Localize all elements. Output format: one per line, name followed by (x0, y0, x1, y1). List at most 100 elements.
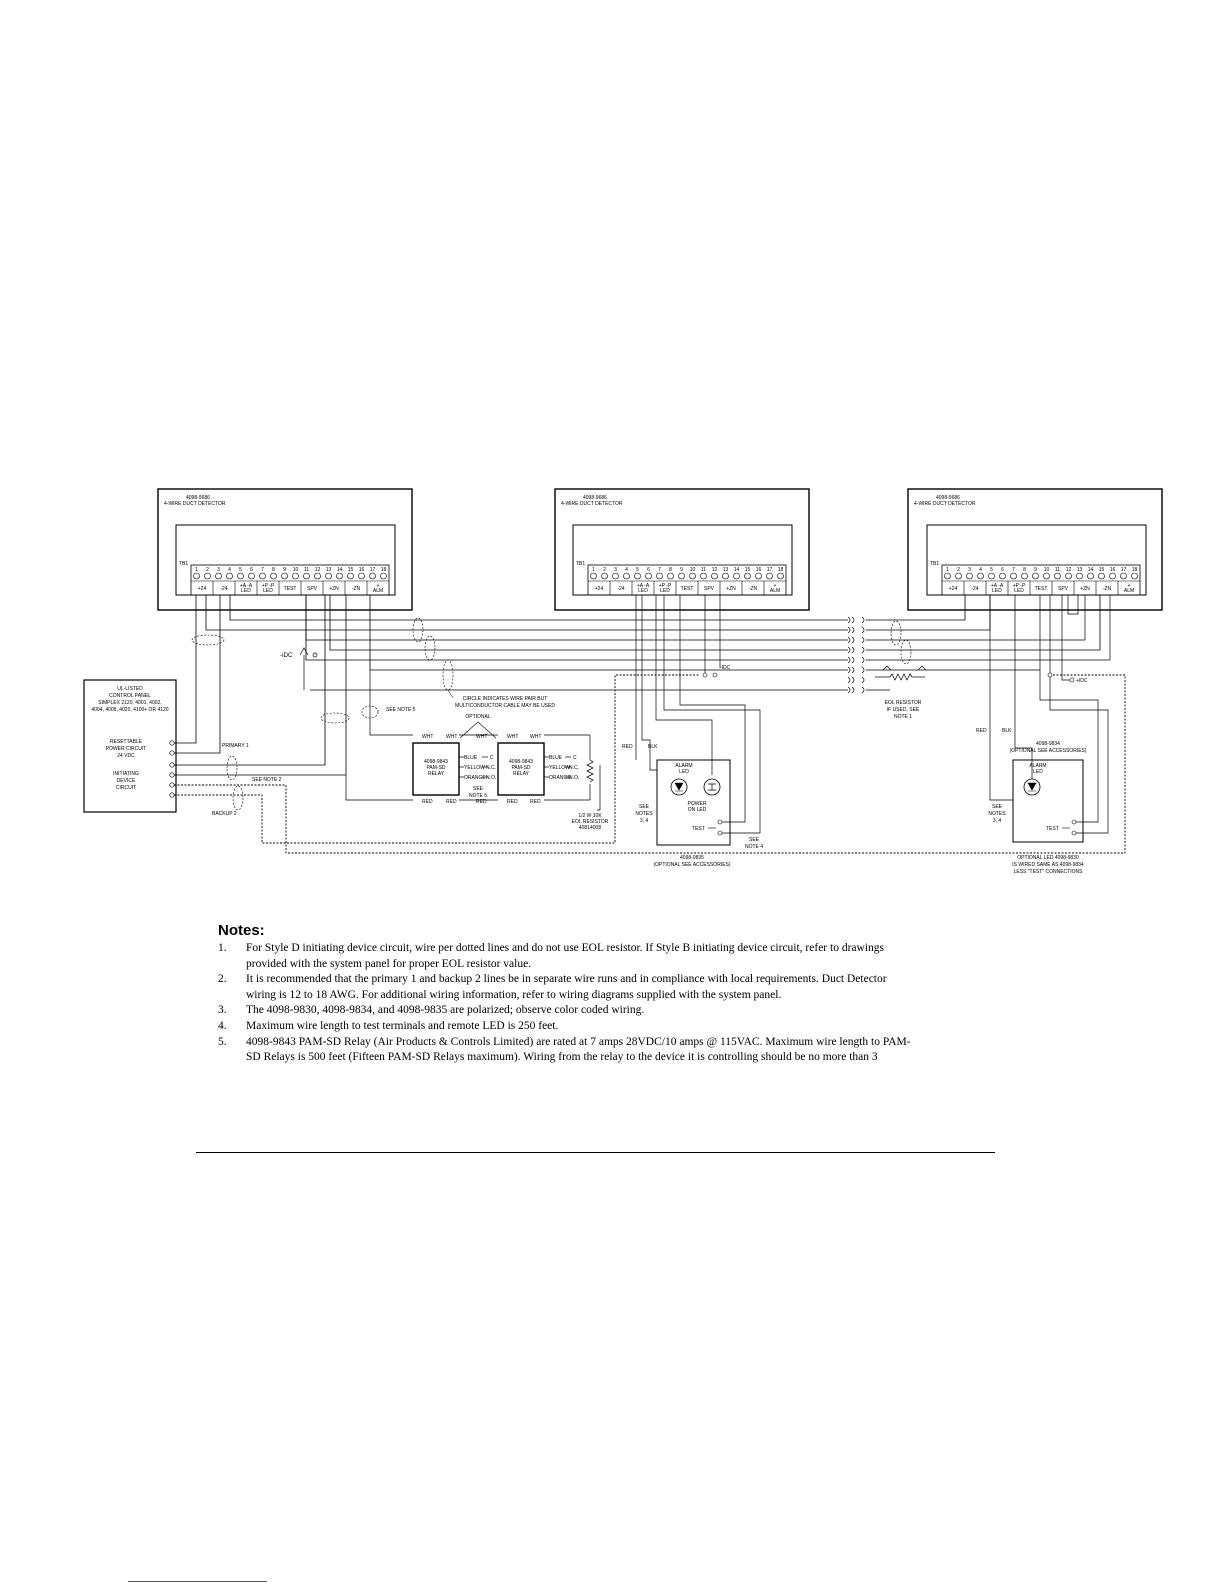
remote-9834-title-1: 4098-9834 (1036, 741, 1060, 747)
terminal-label: LED (241, 588, 251, 594)
blk-wire-label-mid: BLK (648, 744, 658, 750)
terminal-number: 6 (647, 567, 650, 573)
terminal-number: 15 (1099, 567, 1105, 573)
relay-2-model: 4098-9843 (509, 759, 533, 765)
remote-9835-wires (635, 595, 761, 834)
test-right-terminal-2 (1071, 830, 1077, 836)
terminal-screw (1021, 572, 1028, 580)
red-label-2: RED (446, 799, 457, 805)
terminal-number: 3 (217, 567, 220, 573)
primary-label: PRIMARY 1 (222, 743, 249, 749)
terminal-screw (193, 572, 200, 580)
terminal-screw (325, 572, 332, 580)
terminal-screw (722, 572, 729, 580)
orange-label-1: ORANGE (464, 775, 486, 781)
terminal-label: + (774, 583, 777, 589)
terminal-label: TEST (681, 586, 694, 592)
terminal-number: 6 (1001, 567, 1004, 573)
terminal-screw (1120, 572, 1127, 580)
terminal-screw (623, 572, 630, 580)
optional-pointer (459, 721, 497, 739)
panel-wires (174, 595, 347, 776)
terminal-label: +24 (595, 586, 604, 592)
terminal-screw (1054, 572, 1061, 580)
bus-wires (205, 595, 1110, 691)
terminal-screw (314, 572, 321, 580)
terminal-number: 11 (1055, 567, 1060, 573)
terminal-screw (1010, 572, 1017, 580)
terminal-number: 4 (979, 567, 982, 573)
red-wire-label-mid: RED (622, 744, 633, 750)
terminal-number: 2 (603, 567, 606, 573)
nc-label-1: N.C. (486, 765, 496, 771)
note-number: 3. (218, 1004, 227, 1017)
remote-9835-caption-2: (OPTIONAL SEE ACCESSORIES) (653, 862, 730, 868)
detector-model: 4098-9686 (186, 495, 210, 501)
c-label-2: C (573, 755, 577, 761)
note-number: 1. (218, 942, 227, 954)
terminal-screw (590, 572, 597, 580)
detector-description: 4-WIRE DUCT DETECTOR (914, 501, 976, 507)
yellow-label-2: YELLOW (549, 765, 570, 771)
terminal-screw (358, 572, 365, 580)
see-notes-right-3: 3, 4 (993, 818, 1002, 824)
terminal-screw (634, 572, 641, 580)
terminal-number: 16 (1110, 567, 1116, 573)
remote-9834-caption-1: OPTIONAL LED 4098-9830 (1017, 855, 1079, 861)
terminal-block-label: TB1 (576, 561, 585, 567)
alarm-led-right-2: LED (1033, 769, 1043, 775)
terminal-screw (755, 572, 762, 580)
wht-label-4: WHT (507, 734, 518, 740)
detector-model: 4098-9686 (936, 495, 960, 501)
see-notes-right-1: SEE (992, 804, 1003, 810)
idc-plus-label: +IDC (1076, 678, 1088, 684)
test-right-terminal-1 (1071, 819, 1077, 825)
red-label-5: RED (530, 799, 541, 805)
terminal-number: 9 (283, 567, 286, 573)
terminal-number: 4 (625, 567, 628, 573)
terminal-number: 8 (1023, 567, 1026, 573)
terminal-screw (270, 572, 277, 580)
alarm-led-label-2: LED (679, 769, 689, 775)
terminal-number: 3 (614, 567, 617, 573)
terminal-screw (766, 572, 773, 580)
terminal-screw (977, 572, 984, 580)
terminal-number: 4 (228, 567, 231, 573)
panel-line-1: UL-LISTED (117, 686, 143, 692)
terminal-screw (347, 572, 354, 580)
diode-right-icon (1027, 782, 1037, 792)
terminal-label: +P -P (1013, 583, 1026, 589)
terminal-screw (1131, 572, 1138, 580)
relay-wires (345, 670, 601, 811)
terminal-label: SPV (704, 586, 715, 592)
terminal-screw (645, 572, 652, 580)
red-wire-label-right: RED (976, 728, 987, 734)
terminal-number: 8 (669, 567, 672, 573)
terminal-label: ALM (1124, 588, 1134, 594)
terminal-screw (612, 572, 619, 580)
terminal-screw (1076, 572, 1083, 580)
terminal-number: 2 (206, 567, 209, 573)
terminal-label: SPV (307, 586, 318, 592)
terminal-screw (966, 572, 973, 580)
idc-junction (299, 647, 318, 690)
terminal-number: 13 (326, 567, 332, 573)
circle-note-line-1: CIRCLE INDICATES WIRE PAIR BUT (463, 696, 548, 702)
relay-1-model: 4098-9843 (424, 759, 448, 765)
note-text: The 4098-9830, 4098-9834, and 4098-9835 … (246, 1004, 645, 1017)
terminal-screw (744, 572, 751, 580)
terminal-number: 14 (1088, 567, 1094, 573)
terminal-label: LED (992, 588, 1002, 594)
terminal-label: ALM (373, 588, 383, 594)
detector-description: 4-WIRE DUCT DETECTOR (164, 501, 226, 507)
blue-label-2: BLUE (549, 755, 563, 761)
remote-9834: ALARM LED TEST (1012, 759, 1084, 843)
wht-label-3: WHT (476, 734, 487, 740)
initiating-line-2: DEVICE (117, 778, 136, 784)
corner-link-underline[interactable] (128, 1581, 267, 1582)
terminal-label: -ZN (352, 586, 361, 592)
red-label-1: RED (422, 799, 433, 805)
terminal-number: 5 (990, 567, 993, 573)
resettable-line-3: 24 VDC (117, 753, 135, 759)
